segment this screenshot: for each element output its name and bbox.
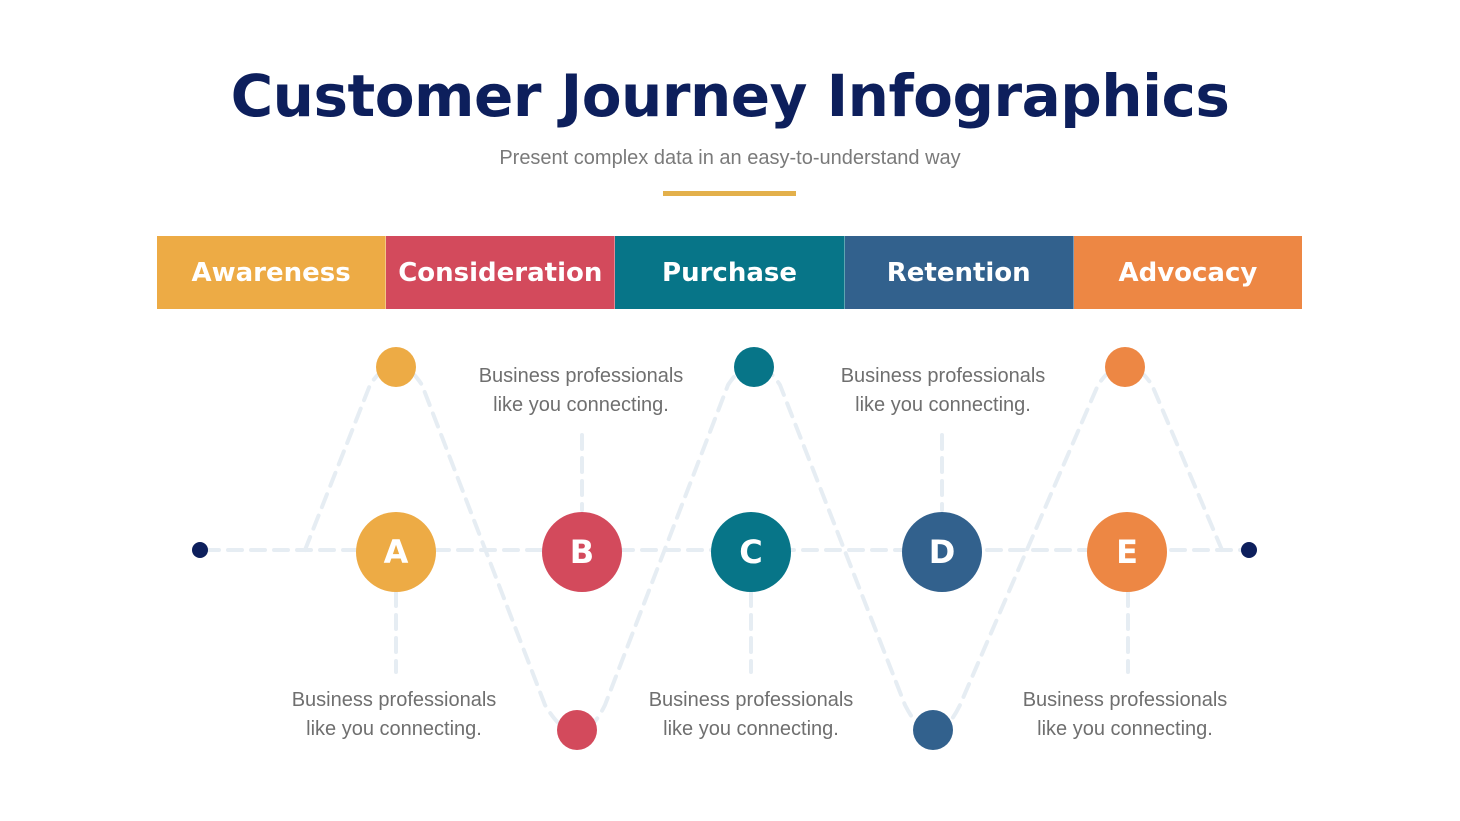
node-c: C — [711, 512, 791, 592]
trough-dot-consideration — [557, 710, 597, 750]
peak-dot-advocacy — [1105, 347, 1145, 387]
node-letter: C — [739, 533, 763, 571]
stage-label: Retention — [886, 257, 1031, 288]
description-line-2: like you connecting. — [1037, 718, 1213, 740]
stage-label: Awareness — [191, 257, 351, 288]
stage-advocacy: Advocacy — [1073, 236, 1303, 309]
node-e: E — [1087, 512, 1167, 592]
page-title: Customer Journey Infographics — [230, 62, 1230, 130]
description-d: Business professionals like you connecti… — [813, 362, 1073, 420]
description-e: Business professionals like you connecti… — [995, 686, 1255, 744]
description-line-1: Business professionals — [291, 689, 497, 711]
description-line-1: Business professionals — [478, 365, 684, 387]
description-c: Business professionals like you connecti… — [621, 686, 881, 744]
description-line-2: like you connecting. — [306, 718, 482, 740]
node-letter: A — [383, 533, 409, 571]
description-a: Business professionals like you connecti… — [264, 686, 524, 744]
start-point-dot — [192, 542, 208, 558]
stage-label: Purchase — [662, 257, 797, 288]
node-d: D — [902, 512, 982, 592]
node-letter: E — [1116, 533, 1138, 571]
description-line-2: like you connecting. — [493, 394, 669, 416]
description-line-1: Business professionals — [1022, 689, 1228, 711]
end-point-dot — [1241, 542, 1257, 558]
node-letter: D — [928, 533, 956, 571]
node-letter: B — [569, 533, 595, 571]
description-line-1: Business professionals — [840, 365, 1046, 387]
trough-dot-retention — [913, 710, 953, 750]
peak-dot-purchase — [734, 347, 774, 387]
description-line-2: like you connecting. — [663, 718, 839, 740]
stage-label: Advocacy — [1118, 257, 1258, 288]
peak-dot-awareness — [376, 347, 416, 387]
stage-purchase: Purchase — [615, 236, 845, 309]
stage-awareness: Awareness — [157, 236, 387, 309]
stage-retention: Retention — [844, 236, 1074, 309]
description-line-1: Business professionals — [648, 689, 854, 711]
page-subtitle: Present complex data in an easy-to-under… — [499, 147, 961, 169]
node-b: B — [542, 512, 622, 592]
stage-consideration: Consideration — [386, 236, 616, 309]
accent-divider — [663, 191, 796, 196]
node-a: A — [356, 512, 436, 592]
description-line-2: like you connecting. — [855, 394, 1031, 416]
description-b: Business professionals like you connecti… — [451, 362, 711, 420]
stage-label: Consideration — [398, 257, 603, 288]
wave-dashed-path — [303, 363, 1224, 735]
stage-bar: Awareness Consideration Purchase Retenti… — [157, 236, 1303, 309]
